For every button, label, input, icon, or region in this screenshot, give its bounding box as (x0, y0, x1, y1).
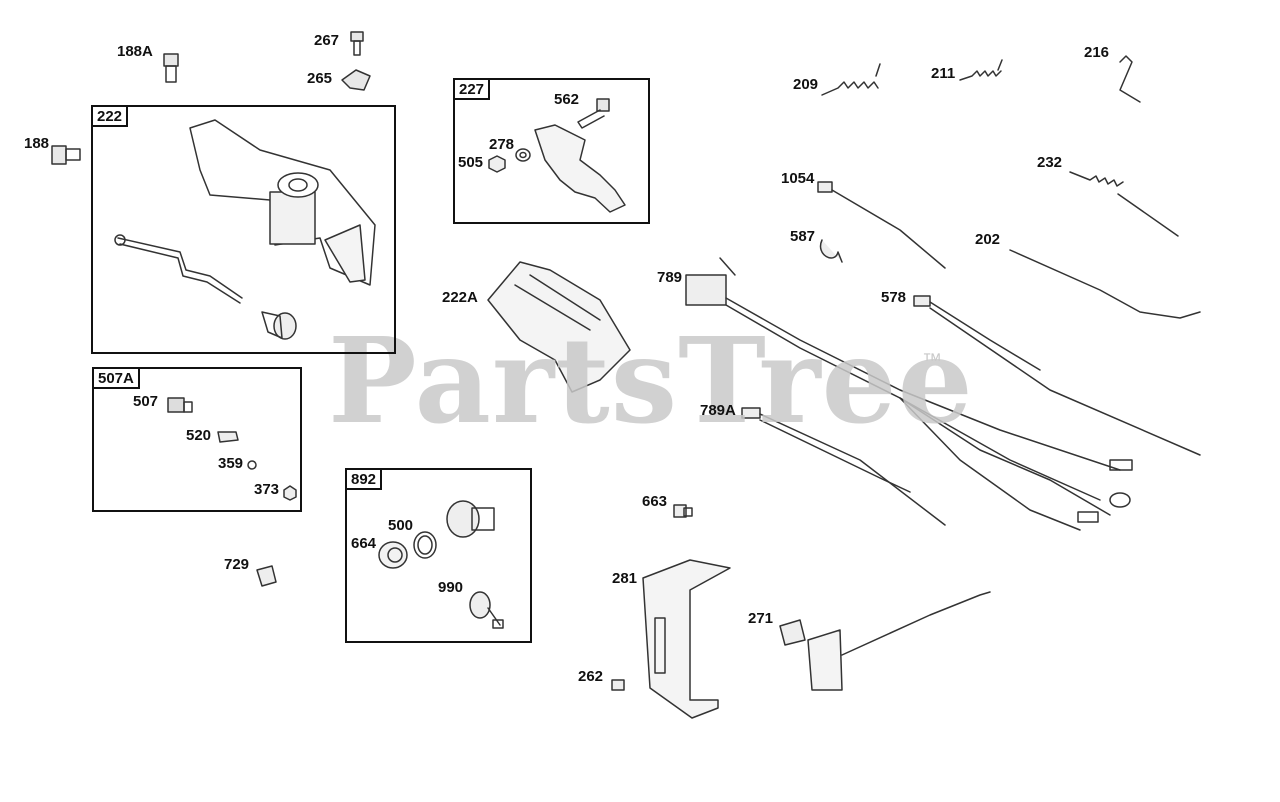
callout-281[interactable]: 281 (612, 570, 638, 587)
callout-202[interactable]: 202 (975, 231, 1001, 248)
washer-278-drawing (515, 148, 531, 162)
callout-578[interactable]: 578 (881, 289, 907, 306)
callout-188[interactable]: 188 (24, 135, 50, 152)
bezel-664-drawing (378, 541, 408, 569)
group-tag-507a[interactable]: 507A (92, 367, 140, 389)
bolt-188-drawing (51, 145, 81, 165)
nut-505-drawing (488, 155, 506, 173)
watermark-trademark: ™ (922, 350, 942, 372)
callout-373[interactable]: 373 (254, 481, 280, 498)
callout-271[interactable]: 271 (748, 610, 774, 627)
washer-359-drawing (247, 460, 257, 470)
callout-278[interactable]: 278 (489, 136, 515, 153)
bolt-663-drawing (673, 504, 693, 518)
callout-500[interactable]: 500 (388, 517, 414, 534)
clip-729-drawing (256, 565, 277, 587)
callout-520[interactable]: 520 (186, 427, 212, 444)
governor-link-rod-drawing (114, 234, 243, 304)
screw-262-drawing (611, 679, 625, 691)
callout-587[interactable]: 587 (790, 228, 816, 245)
callout-562[interactable]: 562 (554, 91, 580, 108)
watermark-brand: PartsTree (328, 311, 974, 450)
throttle-lever-drawing (534, 124, 626, 213)
group-box-892: 892 (345, 468, 532, 643)
clamp-587-drawing (819, 239, 843, 263)
screw-267-drawing (350, 31, 364, 56)
callout-188a[interactable]: 188A (117, 43, 153, 60)
harness-789a-drawing (741, 407, 946, 526)
callout-990[interactable]: 990 (438, 579, 464, 596)
knob-drawing (261, 311, 297, 340)
callout-663[interactable]: 663 (642, 493, 668, 510)
retainer-500-drawing (413, 531, 437, 559)
callout-359[interactable]: 359 (218, 455, 244, 472)
spring-216-drawing (1119, 55, 1141, 103)
group-box-507a: 507A (92, 367, 302, 512)
bracket-222a-drawing (487, 261, 631, 393)
callout-265[interactable]: 265 (307, 70, 333, 87)
callout-789[interactable]: 789 (657, 269, 683, 286)
spring-232-drawing (1069, 171, 1179, 237)
bracket-520-drawing (217, 431, 239, 443)
group-box-227: 227 (453, 78, 650, 224)
callout-789a[interactable]: 789A (700, 402, 736, 419)
clip-265-drawing (341, 69, 371, 91)
callout-262[interactable]: 262 (578, 668, 604, 685)
governor-bracket-drawing (189, 119, 376, 286)
callout-507[interactable]: 507 (133, 393, 159, 410)
group-box-222: 222 (91, 105, 396, 354)
harness-578-drawing (913, 295, 1201, 456)
throttle-control-271-drawing (779, 591, 991, 691)
callout-505[interactable]: 505 (458, 154, 484, 171)
callout-664[interactable]: 664 (351, 535, 377, 552)
bolt-188a-drawing (163, 53, 179, 83)
group-tag-227[interactable]: 227 (453, 78, 491, 100)
key-990-drawing (469, 591, 504, 629)
callout-216[interactable]: 216 (1084, 44, 1110, 61)
callout-211[interactable]: 211 (931, 65, 956, 82)
callout-209[interactable]: 209 (793, 76, 819, 93)
group-tag-892[interactable]: 892 (345, 468, 383, 490)
mounting-bracket-281-drawing (642, 559, 731, 719)
wiring-harness-789-drawing (685, 257, 1133, 531)
group-tag-222[interactable]: 222 (91, 105, 129, 127)
callout-232[interactable]: 232 (1037, 154, 1063, 171)
callout-1054[interactable]: 1054 (781, 170, 815, 187)
nut-373-drawing (283, 485, 297, 501)
rod-202-drawing (1009, 249, 1201, 319)
spring-211-drawing (959, 59, 1003, 81)
ignition-switch-drawing (446, 500, 495, 538)
callout-222a[interactable]: 222A (442, 289, 478, 306)
spring-209-drawing (821, 63, 881, 96)
cable-tie-drawing (817, 181, 946, 269)
switch-507-drawing (167, 397, 193, 413)
callout-267[interactable]: 267 (314, 32, 340, 49)
shoulder-bolt-562-drawing (577, 98, 610, 129)
callout-729[interactable]: 729 (224, 556, 250, 573)
